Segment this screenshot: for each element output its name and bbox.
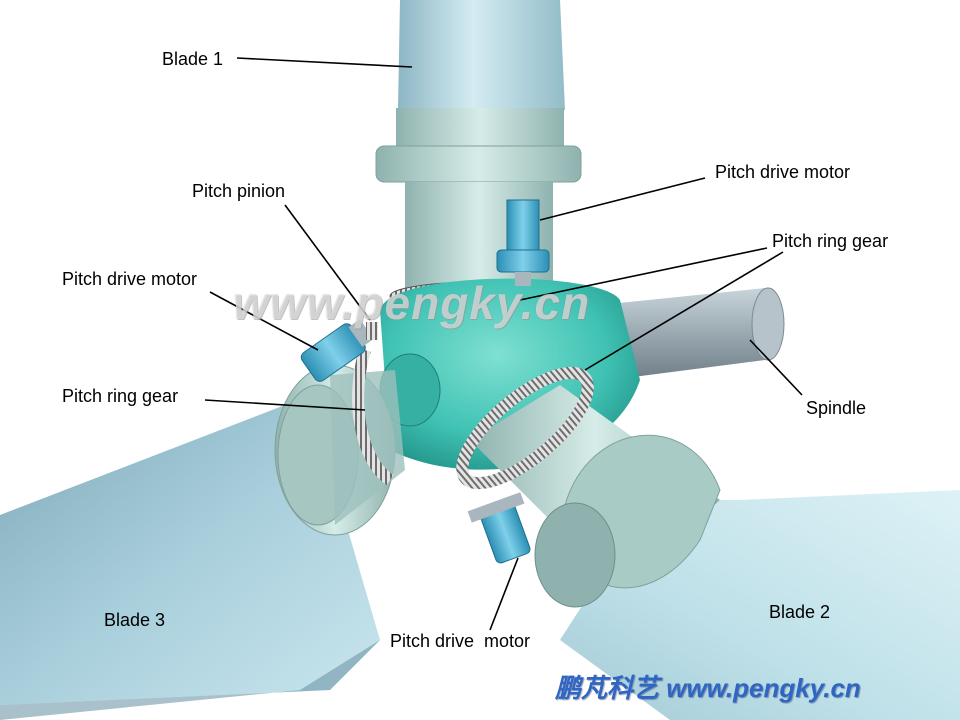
label-blade-1: Blade 1 <box>162 49 224 69</box>
watermark-footer: 鹏芃科艺 www.pengky.cn <box>555 673 861 703</box>
pitch-drive-motor-bottom <box>467 492 531 564</box>
leader-lines <box>204 57 803 631</box>
label-pitch-pinion: Pitch pinion <box>192 181 286 201</box>
label-blade-2: Blade 2 <box>769 602 831 622</box>
blade-1 <box>398 0 565 110</box>
pitch-drive-motor-top <box>496 199 550 286</box>
watermark-center: www.pengky.cn <box>233 277 591 329</box>
label-pitch-ring-gear-left: Pitch ring gear <box>62 386 179 406</box>
label-spindle: Spindle <box>806 398 867 418</box>
label-pitch-ring-gear-top: Pitch ring gear <box>772 231 889 251</box>
label-pitch-drive-motor-bottom: Pitch drive motor <box>390 631 531 651</box>
label-blade-3: Blade 3 <box>104 610 166 630</box>
label-pitch-drive-motor-left: Pitch drive motor <box>62 269 198 289</box>
spindle <box>600 288 780 380</box>
label-pitch-drive-motor-top: Pitch drive motor <box>715 162 851 182</box>
pitch-pinion <box>366 322 378 340</box>
